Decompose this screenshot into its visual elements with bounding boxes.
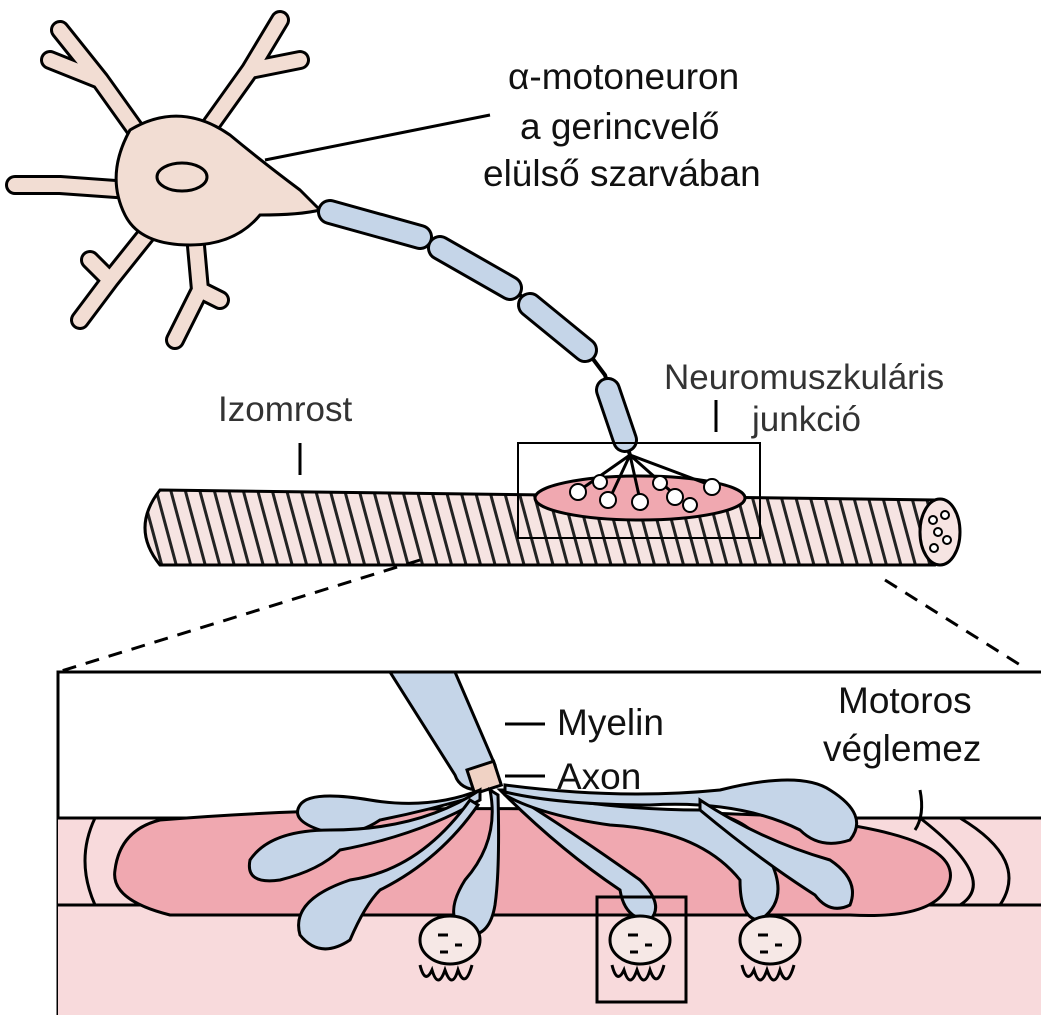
muscle-fiber-label: Izomrost <box>218 392 352 427</box>
motoneuron-label-line2: a gerincvelő <box>520 108 720 145</box>
motoneuron-label-line3: elülső szarvában <box>483 155 761 192</box>
endplate-label-line1: Motoros <box>838 682 972 719</box>
axon-label: Axon <box>557 758 641 795</box>
nucleus <box>157 163 207 191</box>
inset <box>58 672 1041 1015</box>
junction-label-line1: Neuromuszkuláris <box>664 360 944 395</box>
zoom-lines <box>58 560 1025 672</box>
soma <box>116 116 320 245</box>
junction-label-line2: junkció <box>752 402 861 437</box>
motoneuron-label-line1: α-motoneuron <box>508 58 739 95</box>
endplate-label-line2: véglemez <box>823 730 981 767</box>
myelinated-axon <box>320 208 630 455</box>
motoneuron-leader-line <box>265 115 490 160</box>
myelin-label: Myelin <box>557 704 664 741</box>
